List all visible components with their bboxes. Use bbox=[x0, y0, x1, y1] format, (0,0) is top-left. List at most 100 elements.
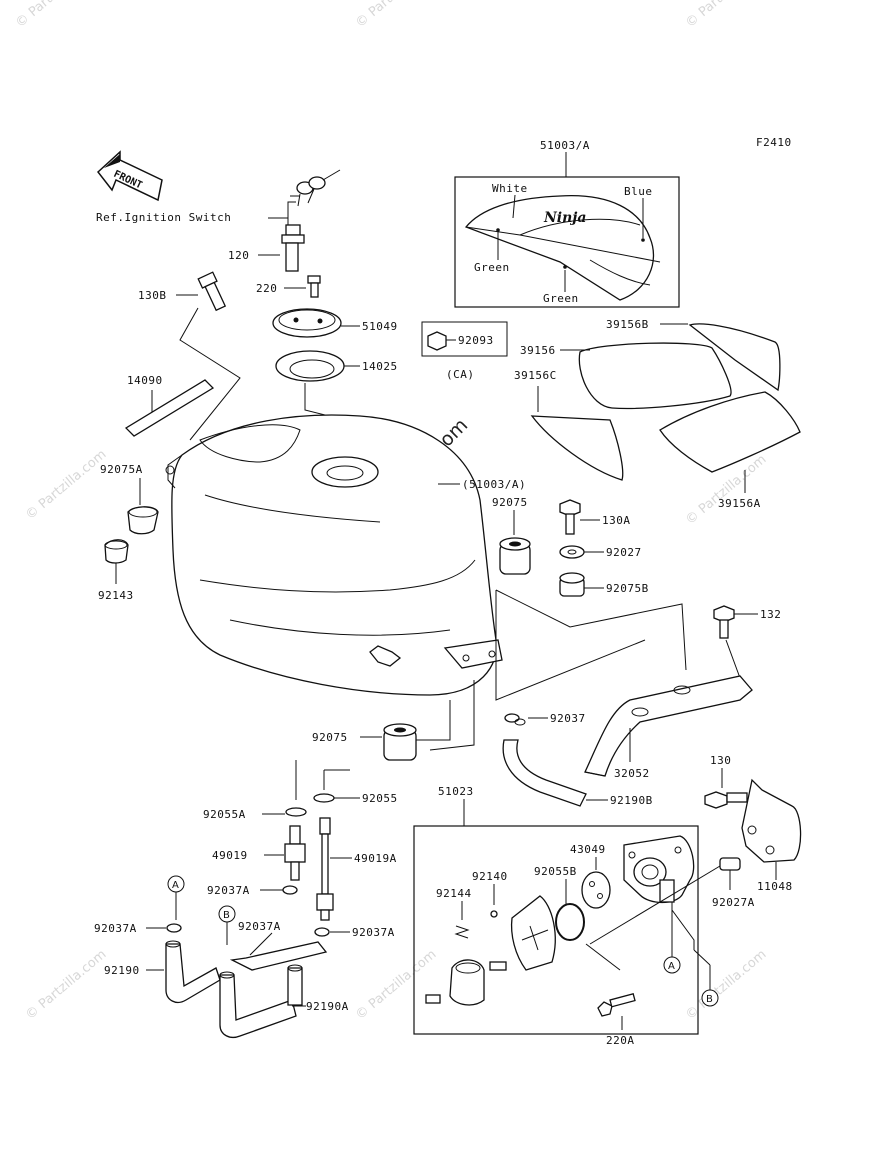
damper-92075-lower bbox=[383, 723, 417, 761]
part-label-92027a: 92027A bbox=[712, 896, 755, 909]
callout-a-right-label: A bbox=[668, 961, 675, 972]
part-label-92190b: 92190B bbox=[610, 794, 653, 807]
part-label-32052: 32052 bbox=[614, 767, 650, 780]
pad-39156a bbox=[659, 391, 801, 473]
part-label-92093: 92093 bbox=[458, 334, 494, 347]
part-label-92140: 92140 bbox=[472, 870, 508, 883]
gasket-14025 bbox=[275, 350, 345, 382]
part-label-92190: 92190 bbox=[104, 964, 140, 977]
clip-92037a-4 bbox=[166, 923, 182, 933]
bolt-120 bbox=[281, 224, 305, 272]
part-label-51023: 51023 bbox=[438, 785, 474, 798]
part-label-43049: 43049 bbox=[570, 843, 606, 856]
decal-blue-label: Blue bbox=[624, 185, 653, 198]
decal-green-label: Green bbox=[474, 261, 510, 274]
callout-b-left: B bbox=[218, 905, 236, 923]
part-label-92075: 92075 bbox=[492, 496, 528, 509]
decal-green-bottom-label: Green bbox=[543, 292, 579, 305]
front-arrow-icon: FRONT bbox=[96, 150, 163, 202]
clip-92037a-3 bbox=[314, 927, 330, 937]
decal-logo: Ninja bbox=[543, 210, 586, 226]
pad-39156 bbox=[578, 342, 732, 410]
part-label-92075b: 92075B bbox=[606, 582, 649, 595]
bolt-130a bbox=[559, 499, 581, 535]
watermark-text: © Partzilla.com bbox=[353, 947, 439, 1023]
hose-92190 bbox=[165, 940, 221, 1004]
collar-92027a bbox=[719, 857, 741, 871]
clip-92037 bbox=[504, 713, 526, 726]
grommet-92075a bbox=[127, 506, 159, 535]
part-label-92055b: 92055B bbox=[534, 865, 577, 878]
watermark-text: © Partzilla.com bbox=[13, 0, 99, 31]
pad-39156b bbox=[688, 323, 781, 392]
spring-92144 bbox=[454, 925, 470, 939]
screw-220a bbox=[597, 992, 636, 1017]
ca-label: (CA) bbox=[446, 368, 475, 381]
nut-92093 bbox=[427, 331, 447, 351]
part-label-92190a: 92190A bbox=[306, 1000, 349, 1013]
part-label-120: 120 bbox=[228, 249, 249, 262]
watermark-text: © Partzilla.com bbox=[683, 0, 769, 31]
watermark-text: © Partzilla.com bbox=[23, 947, 109, 1023]
hose-92190b bbox=[502, 739, 587, 807]
part-label-49019: 49019 bbox=[212, 849, 248, 862]
part-label-92143: 92143 bbox=[98, 589, 134, 602]
watermark-text: © Partzilla.com bbox=[23, 447, 109, 523]
part-label-92037a-1: 92037A bbox=[207, 884, 250, 897]
screw-small-2 bbox=[425, 994, 441, 1004]
part-label-51003a: 51003/A bbox=[540, 139, 590, 152]
part-label-130b: 130B bbox=[138, 289, 167, 302]
bolt-130 bbox=[704, 791, 748, 809]
tank-decal: Ninja bbox=[464, 195, 661, 301]
bolt-130b bbox=[197, 271, 227, 312]
hose-92190a bbox=[219, 941, 328, 1039]
ignition-key-icon bbox=[290, 169, 341, 207]
ref-ignition-switch-label: Ref.Ignition Switch bbox=[96, 211, 231, 224]
part-label-92037a-2: 92037A bbox=[238, 920, 281, 933]
part-label-220a: 220A bbox=[606, 1034, 635, 1047]
collar-92027 bbox=[559, 545, 585, 559]
callout-b-right: B bbox=[701, 989, 719, 1007]
callout-a-right: A bbox=[663, 956, 681, 974]
watermark-text: © Partzilla.com bbox=[683, 947, 769, 1023]
part-label-92037: 92037 bbox=[550, 712, 586, 725]
petcock-box bbox=[413, 825, 699, 1035]
clip-92037a-1 bbox=[282, 885, 298, 895]
watermark-text: © Partzilla.com bbox=[353, 0, 439, 31]
strip-14090 bbox=[124, 379, 215, 437]
part-label-92075-lower: 92075 bbox=[312, 731, 348, 744]
part-label-220: 220 bbox=[256, 282, 277, 295]
part-label-49019a: 49019A bbox=[354, 852, 397, 865]
callout-a-left: A bbox=[167, 875, 185, 893]
decal-box bbox=[454, 176, 680, 308]
o-ring-92055 bbox=[313, 793, 335, 803]
part-label-130a: 130A bbox=[602, 514, 631, 527]
part-label-39156b: 39156B bbox=[606, 318, 649, 331]
fitting-49019a bbox=[316, 817, 334, 921]
damper-92075b bbox=[559, 572, 585, 597]
screw-220 bbox=[307, 275, 321, 298]
part-label-11048: 11048 bbox=[757, 880, 793, 893]
part-label-92075a: 92075A bbox=[100, 463, 143, 476]
pad-39156c bbox=[530, 415, 624, 481]
fitting-49019 bbox=[284, 825, 306, 881]
collar-92143 bbox=[104, 539, 129, 564]
part-label-132: 132 bbox=[760, 608, 781, 621]
callout-b-right-label: B bbox=[706, 994, 713, 1005]
callout-b-left-label: B bbox=[223, 910, 230, 921]
part-label-14025: 14025 bbox=[362, 360, 398, 373]
diagram-code: F2410 bbox=[756, 136, 792, 149]
spring-92140 bbox=[490, 910, 498, 918]
fuel-tank bbox=[165, 414, 503, 696]
part-label-92055a: 92055A bbox=[203, 808, 246, 821]
petcock-body bbox=[623, 835, 695, 904]
part-label-39156a: 39156A bbox=[718, 497, 761, 510]
part-label-51049: 51049 bbox=[362, 320, 398, 333]
diaphragm-43049 bbox=[581, 871, 611, 909]
bracket-11048 bbox=[741, 778, 802, 863]
part-label-92055: 92055 bbox=[362, 792, 398, 805]
callout-a-left-label: A bbox=[172, 880, 179, 891]
damper-92075 bbox=[499, 537, 531, 575]
